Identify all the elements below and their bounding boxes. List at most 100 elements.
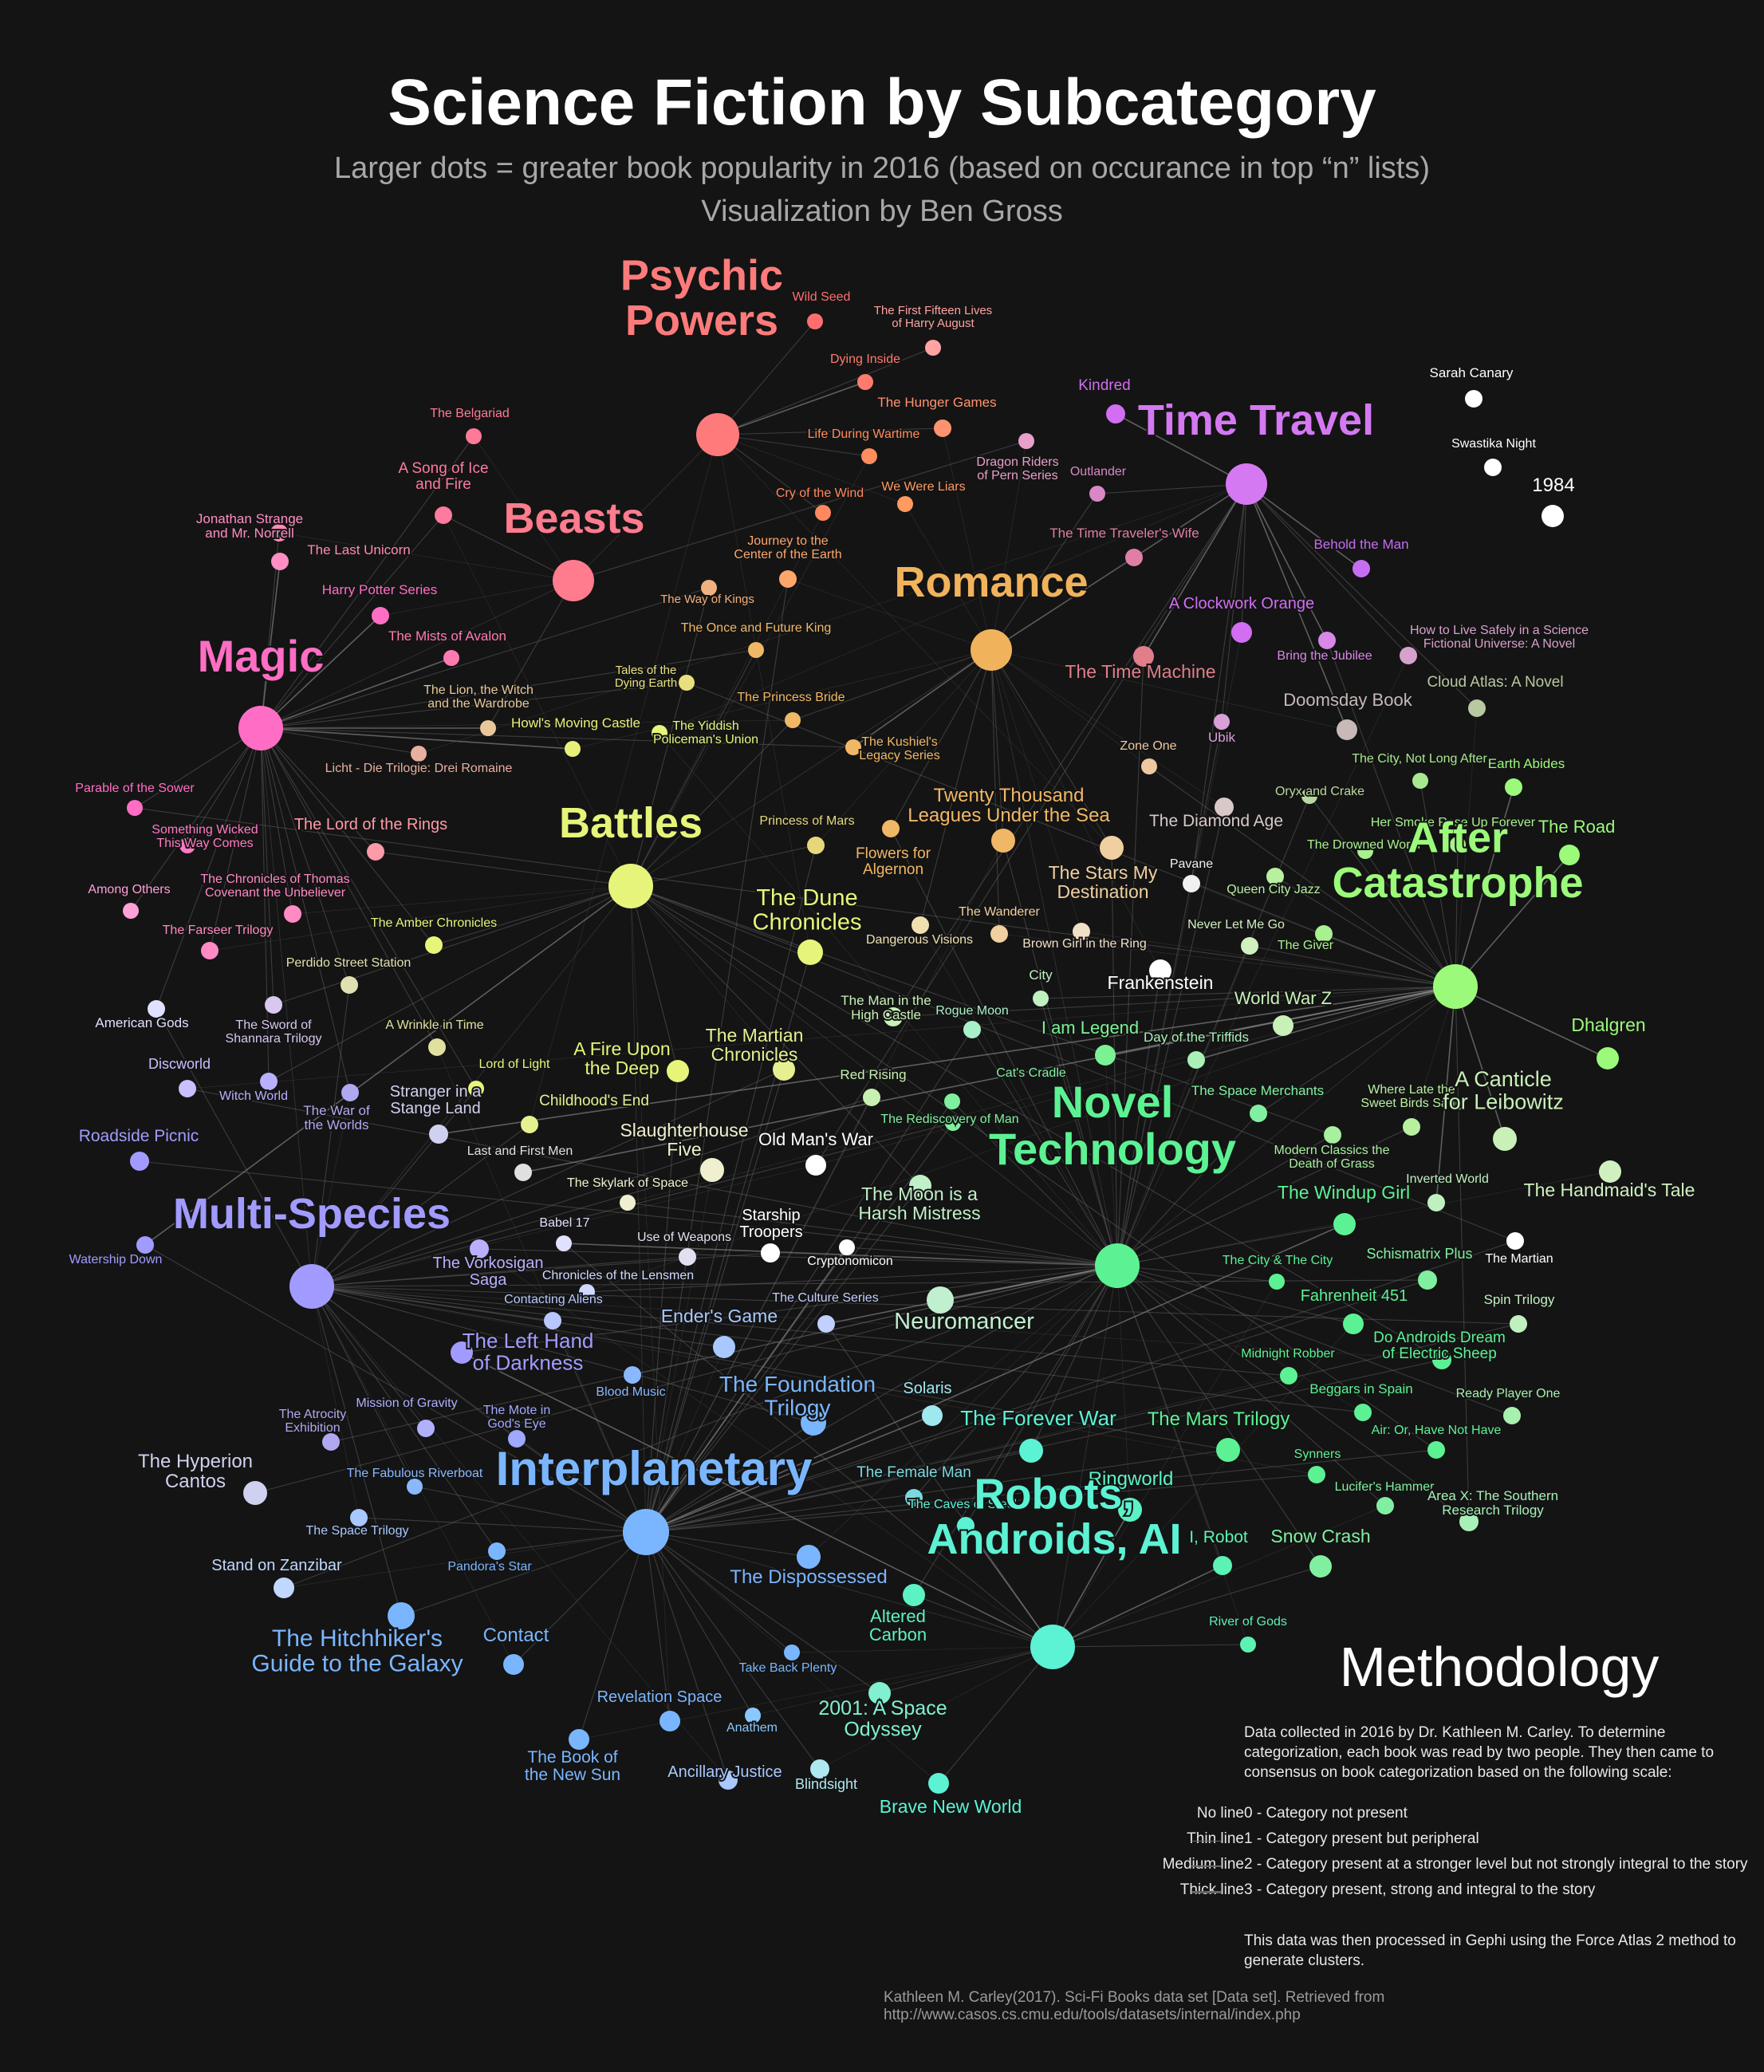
book-node[interactable] xyxy=(1100,836,1124,860)
book-node[interactable] xyxy=(934,420,951,437)
book-node[interactable] xyxy=(1266,868,1284,885)
book-node[interactable] xyxy=(927,1286,954,1314)
book-node[interactable] xyxy=(1353,560,1370,577)
book-node[interactable] xyxy=(243,1481,267,1505)
book-node[interactable] xyxy=(797,939,823,965)
category-hub-node[interactable] xyxy=(1433,964,1478,1009)
book-node[interactable] xyxy=(1324,1126,1341,1144)
book-node[interactable] xyxy=(569,1729,589,1750)
book-node[interactable] xyxy=(488,1542,506,1560)
book-node[interactable] xyxy=(1214,714,1230,730)
book-node[interactable] xyxy=(179,1080,196,1097)
category-hub-node[interactable] xyxy=(1030,1625,1075,1669)
book-node[interactable] xyxy=(928,1773,949,1794)
book-node[interactable] xyxy=(521,1116,538,1133)
book-node[interactable] xyxy=(957,1517,975,1534)
book-node[interactable] xyxy=(807,313,823,329)
book-node[interactable] xyxy=(909,1175,931,1197)
book-node[interactable] xyxy=(544,1312,561,1329)
book-node[interactable] xyxy=(417,1420,435,1437)
book-node[interactable] xyxy=(1559,845,1580,865)
book-node[interactable] xyxy=(903,1584,925,1606)
book-node[interactable] xyxy=(805,1155,826,1176)
book-node[interactable] xyxy=(579,1284,595,1300)
book-node[interactable] xyxy=(1333,1213,1356,1235)
book-node[interactable] xyxy=(136,1236,154,1254)
book-node[interactable] xyxy=(1073,923,1090,940)
book-node[interactable] xyxy=(148,1000,165,1018)
book-node[interactable] xyxy=(963,1021,981,1038)
book-node[interactable] xyxy=(284,905,301,923)
book-node[interactable] xyxy=(260,1073,278,1090)
book-node[interactable] xyxy=(1506,1232,1524,1250)
book-node[interactable] xyxy=(322,1433,340,1451)
book-node[interactable] xyxy=(179,837,195,853)
book-node[interactable] xyxy=(265,996,282,1014)
book-node[interactable] xyxy=(1089,486,1105,502)
book-node[interactable] xyxy=(945,1115,961,1131)
book-node[interactable] xyxy=(341,1084,359,1101)
book-node[interactable] xyxy=(451,1341,473,1364)
book-node[interactable] xyxy=(1250,1105,1267,1122)
book-node[interactable] xyxy=(1019,1439,1043,1463)
book-node[interactable] xyxy=(1269,1274,1285,1290)
book-node[interactable] xyxy=(1503,1407,1521,1424)
book-node[interactable] xyxy=(773,1058,795,1081)
book-node[interactable] xyxy=(701,580,717,596)
book-node[interactable] xyxy=(1510,1315,1527,1333)
book-node[interactable] xyxy=(514,1164,532,1181)
book-node[interactable] xyxy=(274,1578,294,1598)
category-hub-node[interactable] xyxy=(553,560,594,601)
book-node[interactable] xyxy=(1240,1637,1256,1652)
book-node[interactable] xyxy=(429,1125,448,1144)
book-node[interactable] xyxy=(991,829,1015,853)
book-node[interactable] xyxy=(815,505,831,521)
book-node[interactable] xyxy=(905,1489,923,1507)
book-node[interactable] xyxy=(1308,1466,1325,1483)
book-node[interactable] xyxy=(503,1654,524,1675)
book-node[interactable] xyxy=(748,642,764,658)
book-node[interactable] xyxy=(1141,758,1157,774)
book-node[interactable] xyxy=(271,553,289,570)
book-node[interactable] xyxy=(1400,647,1417,664)
book-node[interactable] xyxy=(565,741,581,757)
book-node[interactable] xyxy=(857,374,873,390)
category-hub-node[interactable] xyxy=(696,413,739,456)
book-node[interactable] xyxy=(435,506,452,524)
book-node[interactable] xyxy=(1301,788,1317,804)
book-node[interactable] xyxy=(1412,773,1428,789)
category-hub-node[interactable] xyxy=(238,706,283,750)
book-node[interactable] xyxy=(679,675,695,691)
book-node[interactable] xyxy=(480,720,496,736)
book-node[interactable] xyxy=(1133,646,1154,667)
book-node[interactable] xyxy=(1450,837,1466,853)
book-node[interactable] xyxy=(839,1239,855,1255)
book-node[interactable] xyxy=(341,976,358,994)
book-node[interactable] xyxy=(1241,937,1258,955)
book-node[interactable] xyxy=(372,607,389,624)
category-hub-node[interactable] xyxy=(623,1509,669,1555)
book-node[interactable] xyxy=(466,428,482,444)
book-node[interactable] xyxy=(1106,404,1125,423)
book-node[interactable] xyxy=(845,739,861,755)
category-hub-node[interactable] xyxy=(289,1264,334,1309)
book-node[interactable] xyxy=(1505,778,1522,796)
book-node[interactable] xyxy=(1215,798,1234,817)
book-node[interactable] xyxy=(801,1410,826,1436)
book-node[interactable] xyxy=(468,1081,484,1097)
book-node[interactable] xyxy=(884,1007,903,1026)
book-node[interactable] xyxy=(130,1152,149,1171)
book-node[interactable] xyxy=(407,1479,423,1495)
category-hub-node[interactable] xyxy=(608,864,653,908)
book-node[interactable] xyxy=(679,1248,696,1266)
book-node[interactable] xyxy=(807,837,825,854)
book-node[interactable] xyxy=(863,1089,880,1106)
book-node[interactable] xyxy=(652,725,667,741)
book-node[interactable] xyxy=(1459,1512,1479,1531)
book-node[interactable] xyxy=(660,1711,680,1731)
book-node[interactable] xyxy=(1125,549,1143,566)
book-node[interactable] xyxy=(810,1759,829,1779)
book-node[interactable] xyxy=(201,942,219,959)
book-node[interactable] xyxy=(425,936,443,954)
book-node[interactable] xyxy=(922,1405,943,1426)
